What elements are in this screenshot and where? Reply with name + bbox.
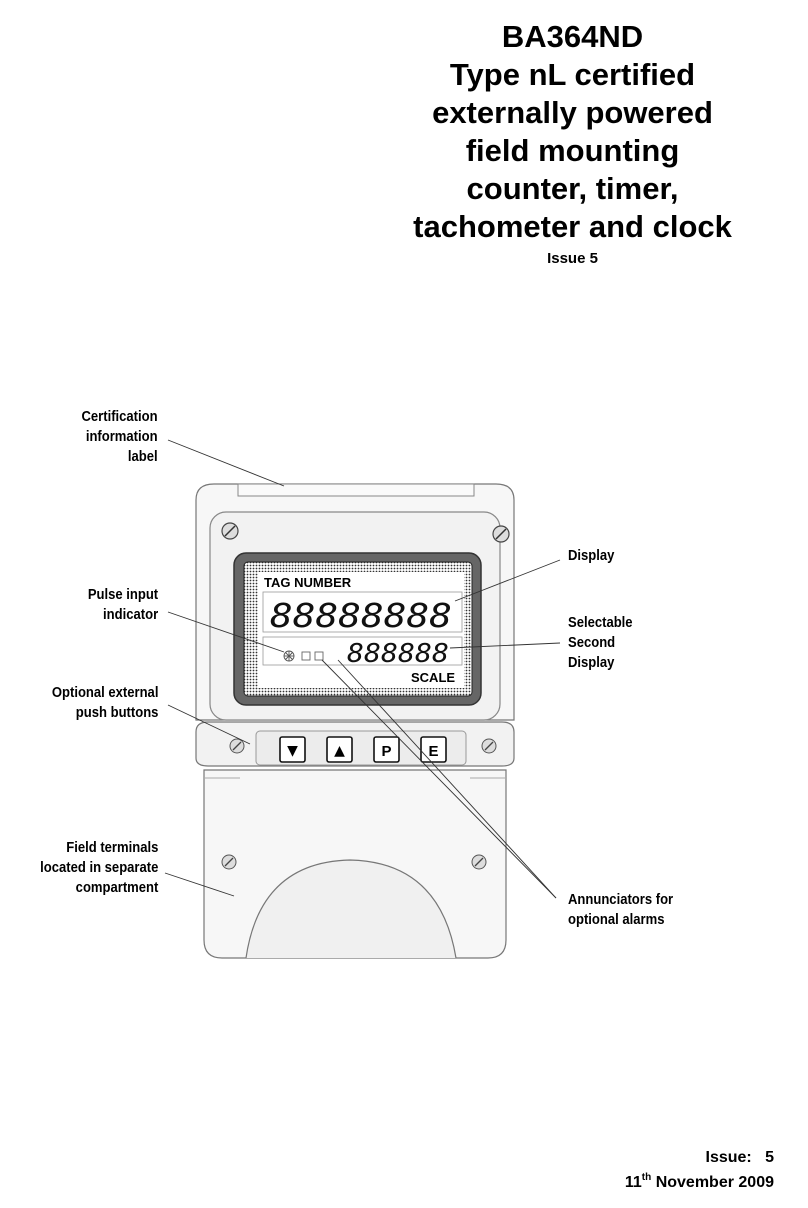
second-display-digits: 888888 [347, 639, 449, 669]
pulse-indicator-icon [283, 650, 295, 662]
screw-icon [492, 525, 510, 543]
up-button[interactable]: ▲ [326, 736, 353, 763]
callout-display: Display [568, 548, 615, 564]
scale-label: SCALE [411, 670, 455, 685]
title-line-1: BA364ND [501, 19, 644, 54]
footer-issue-date: Issue: 5 11th November 2009 [625, 1148, 774, 1193]
side-screw-icon [229, 738, 245, 754]
callout-field-terminals: Field terminals located in separate comp… [39, 840, 158, 896]
leader-annunciator-1 [321, 659, 557, 899]
document-title: BA364ND Type nL certified externally pow… [380, 18, 765, 268]
button-panel [255, 730, 467, 766]
alarm-annunciator-2 [314, 651, 324, 661]
down-button[interactable]: ▼ [279, 736, 306, 763]
cable-entry-arch [245, 859, 457, 959]
terminal-screw-icon [221, 854, 237, 870]
display-area [258, 572, 464, 688]
callout-certification-label: Certification information label [81, 409, 158, 465]
e-button-label: E [428, 743, 438, 760]
leader-display [454, 559, 561, 602]
screw-icon [221, 522, 239, 540]
callout-push-buttons: Optional external push buttons [51, 685, 158, 721]
footer-date: 11th November 2009 [624, 1172, 774, 1191]
certification-label-strip [237, 483, 475, 497]
leader-pulse [167, 611, 285, 653]
footer-issue: Issue: 5 [705, 1149, 775, 1166]
down-arrow-icon: ▼ [287, 743, 298, 759]
callout-annunciators: Annunciators for optional alarms [568, 892, 674, 928]
p-button-label: P [381, 743, 391, 760]
title-line-5: counter, timer, [466, 171, 679, 206]
issue-subtitle: Issue 5 [547, 250, 598, 267]
leader-push-buttons [167, 704, 251, 745]
p-button[interactable]: P [373, 736, 400, 763]
title-line-2: Type nL certified [449, 57, 696, 92]
callout-pulse-indicator: Pulse input indicator [87, 587, 158, 623]
side-screw-icon [481, 738, 497, 754]
main-display-digits: 88888888 [270, 596, 452, 635]
title-line-3: externally powered [432, 95, 713, 130]
callout-second-display: Selectable Second Display [568, 615, 633, 671]
leader-certification [167, 439, 285, 487]
title-line-4: field mounting [465, 133, 680, 168]
leader-lines [164, 439, 561, 899]
leader-terminals [164, 872, 235, 897]
leader-second-display [449, 642, 561, 649]
up-arrow-icon: ▲ [334, 743, 345, 759]
title-line-6: tachometer and clock [413, 209, 732, 244]
alarm-annunciator-1 [301, 651, 311, 661]
e-button[interactable]: E [420, 736, 447, 763]
second-display-window [262, 636, 463, 666]
main-display-window [262, 591, 463, 633]
terminal-screw-icon [471, 854, 487, 870]
leader-annunciator-2 [337, 659, 557, 899]
tag-number-label: TAG NUMBER [264, 575, 352, 590]
